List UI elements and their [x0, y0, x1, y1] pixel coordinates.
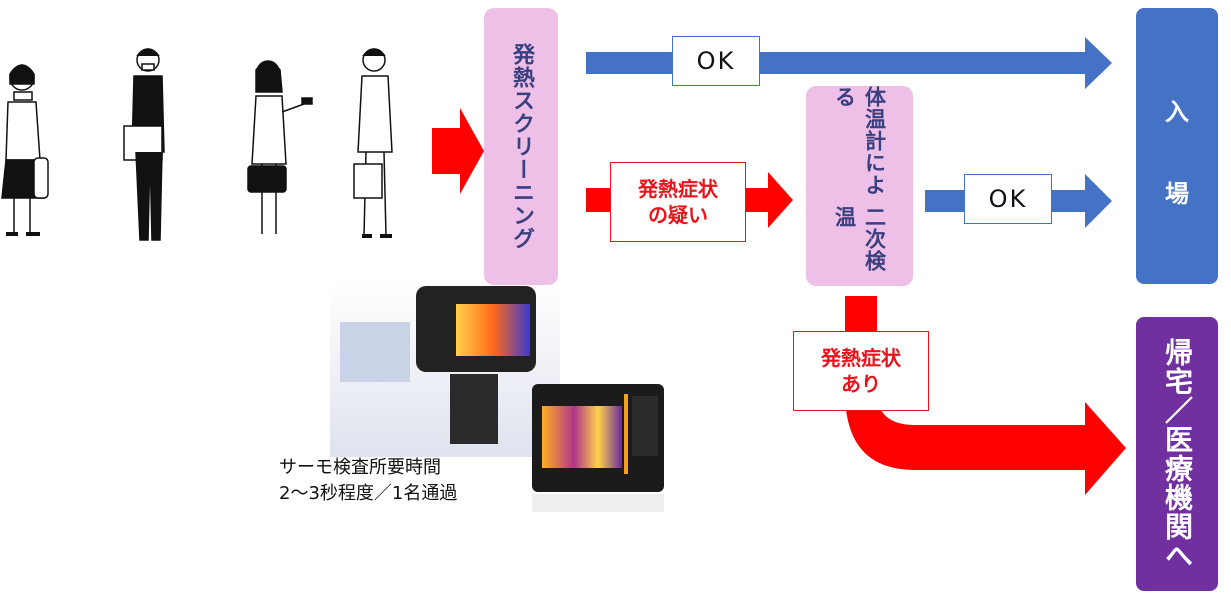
suspected-line-1: 発熱症状 [638, 177, 718, 201]
entry-box: 入 場 [1136, 8, 1218, 284]
queue-to-screening-arrow [432, 108, 484, 194]
ok-mid-label: OK [964, 174, 1052, 224]
thermal-camera-photo [330, 282, 560, 457]
entry-char-1: 入 [1165, 98, 1189, 126]
caption-line-1: サーモ検査所要時間 [279, 457, 441, 478]
secondary-check-box: 体温計による 二次検温 [806, 86, 913, 286]
thermal-monitor-screen [532, 384, 664, 512]
caption-line-2: 2〜3秒程度／1名通過 [279, 483, 458, 504]
person-man-suit-icon [123, 48, 165, 241]
home-medical-label: 帰宅／医療機関へ [1161, 338, 1194, 570]
screening-box: 発熱スクリーニング [484, 8, 558, 285]
entry-char-2: 場 [1165, 180, 1189, 208]
suspected-line-2: の疑い [648, 203, 708, 227]
person-woman-skirt-icon [1, 64, 49, 236]
ok-top-arrow [586, 37, 1112, 89]
symptom-curved-arrow [845, 296, 1126, 495]
inspection-time-caption: サーモ検査所要時間 2〜3秒程度／1名通過 [279, 455, 457, 507]
secondary-check-line-2: 二次検温 [832, 206, 887, 272]
person-man-bag-icon [353, 48, 393, 238]
secondary-check-label: 体温計による 二次検温 [830, 86, 890, 286]
symptom-label: 発熱症状 あり [793, 331, 929, 411]
ok-top-label: OK [672, 36, 760, 86]
home-medical-box: 帰宅／医療機関へ [1136, 317, 1218, 591]
symptom-line-2: あり [841, 372, 881, 396]
suspected-label: 発熱症状 の疑い [610, 162, 746, 242]
people-queue [1, 48, 393, 241]
person-woman-phone-icon [247, 60, 313, 234]
secondary-check-line-1: 体温計による [832, 86, 887, 196]
symptom-line-1: 発熱症状 [821, 346, 901, 370]
screening-label: 発熱スクリーニング [509, 43, 534, 250]
